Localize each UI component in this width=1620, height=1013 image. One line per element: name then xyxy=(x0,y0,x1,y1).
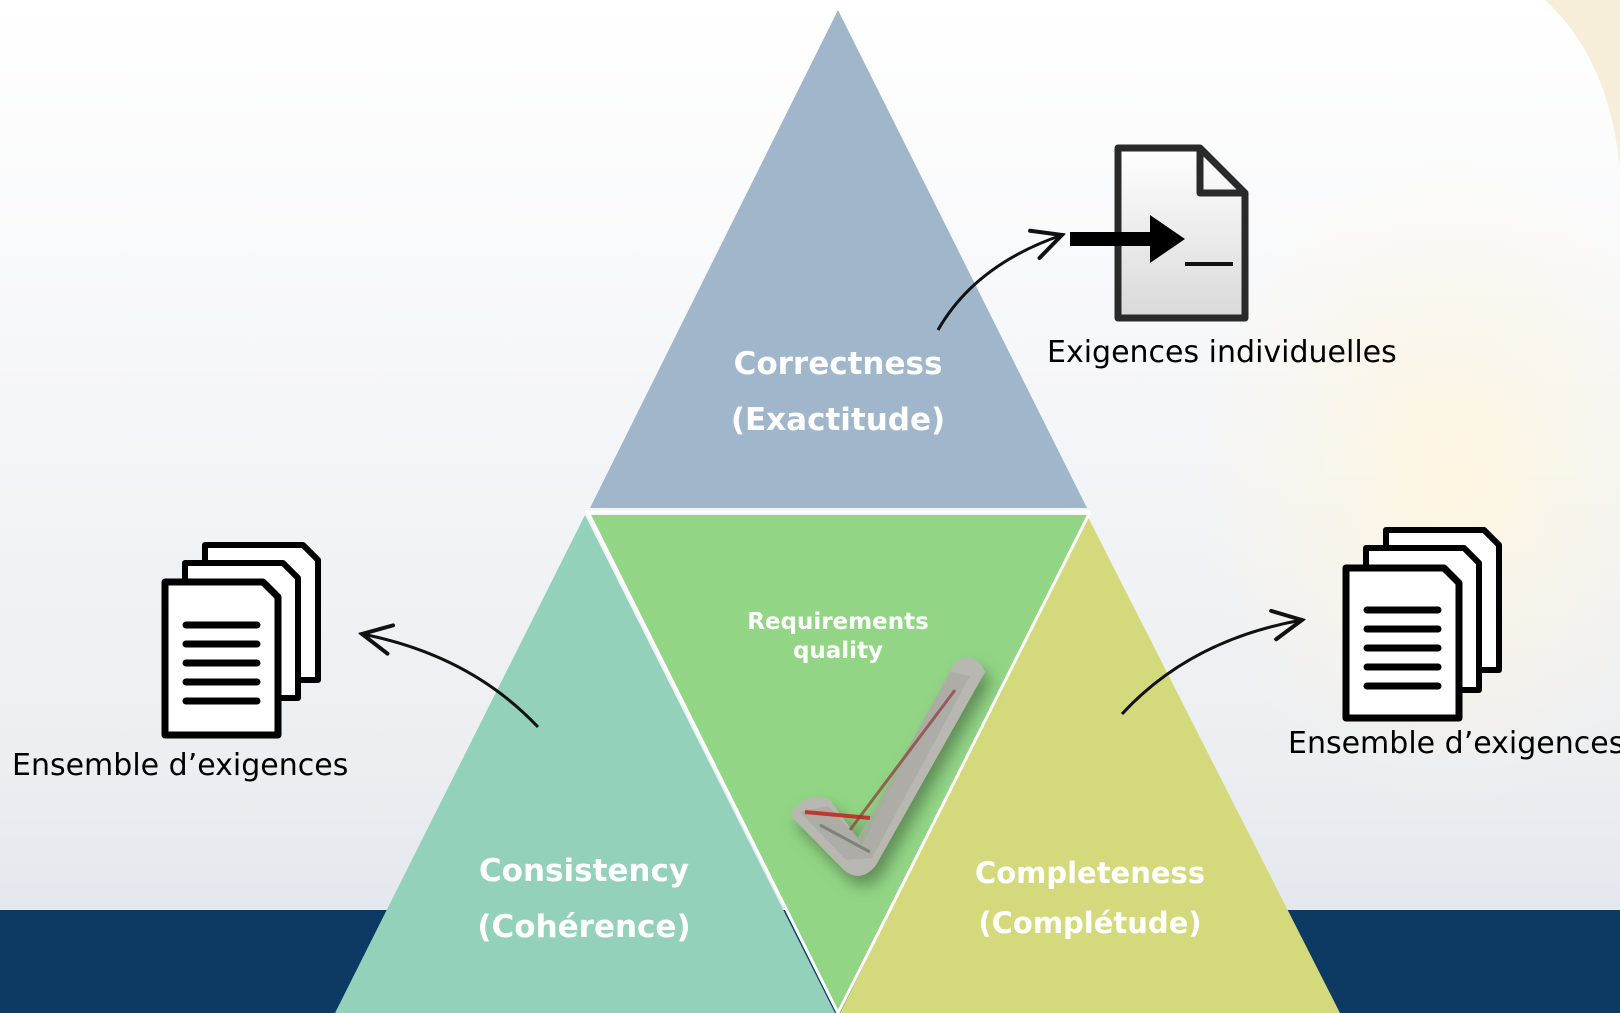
triangle-separators xyxy=(585,510,1092,1013)
checkmark-icon xyxy=(790,657,985,876)
label-requirements-set-left: Ensemble d’exigences xyxy=(12,748,349,783)
label-individual-requirements: Exigences individuelles xyxy=(1047,335,1397,370)
completeness-subtitle: (Complétude) xyxy=(978,906,1202,940)
center-line1: Requirements xyxy=(747,609,929,635)
center-label: Requirements quality xyxy=(718,608,958,666)
triangle-correctness xyxy=(590,10,1087,508)
console-file-icon xyxy=(1070,144,1249,322)
completeness-label: Completeness (Complétude) xyxy=(960,848,1220,948)
background-glow xyxy=(1190,150,1620,810)
correctness-title: Correctness xyxy=(733,346,943,382)
correctness-label: Correctness (Exactitude) xyxy=(718,336,958,448)
triangle-consistency xyxy=(335,515,835,1013)
center-line2: quality xyxy=(792,638,884,664)
correctness-subtitle: (Exactitude) xyxy=(730,402,946,438)
consistency-label: Consistency (Cohérence) xyxy=(464,843,704,955)
consistency-subtitle: (Cohérence) xyxy=(477,909,691,945)
background-swoosh xyxy=(1545,0,1620,170)
consistency-title: Consistency xyxy=(478,853,690,889)
arrow-to-left xyxy=(362,634,540,729)
arrow-to-top-right xyxy=(936,235,1062,331)
completeness-title: Completeness xyxy=(974,856,1206,890)
triangle-completeness xyxy=(840,515,1340,1013)
label-requirements-set-right: Ensemble d’exigences xyxy=(1288,726,1620,761)
document-stack-icon-left xyxy=(161,542,321,739)
document-stack-icon-right xyxy=(1342,527,1502,722)
arrow-to-right xyxy=(1120,620,1302,716)
triangle-center xyxy=(590,515,1087,1013)
